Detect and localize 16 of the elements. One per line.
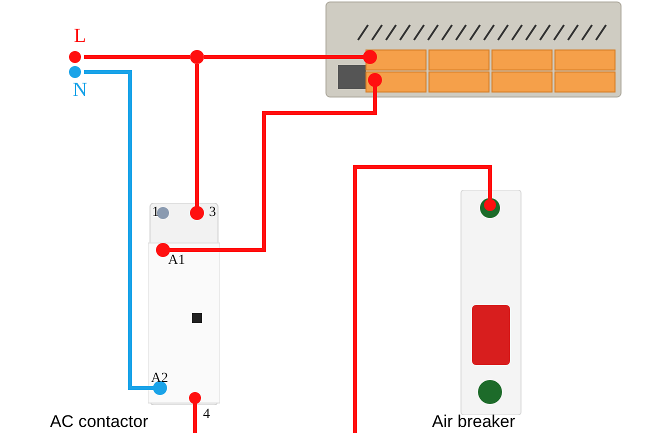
- terminal-number: A2: [151, 372, 168, 386]
- device-caption: AC contactor: [50, 412, 148, 431]
- wire: [84, 70, 148, 390]
- device-caption: Air breaker: [432, 412, 516, 431]
- terminal-number: 1: [152, 206, 159, 220]
- terminal-number: 4: [203, 408, 210, 422]
- line-label: N: [72, 80, 88, 100]
- wire: [193, 405, 197, 433]
- terminal-number: 3: [209, 206, 216, 220]
- wire: [353, 165, 492, 433]
- wire: [204, 55, 318, 59]
- line-label: L: [72, 26, 88, 46]
- wire: [195, 64, 199, 203]
- terminal-number: A1: [168, 254, 186, 268]
- wire: [220, 100, 377, 252]
- wire: [84, 55, 190, 59]
